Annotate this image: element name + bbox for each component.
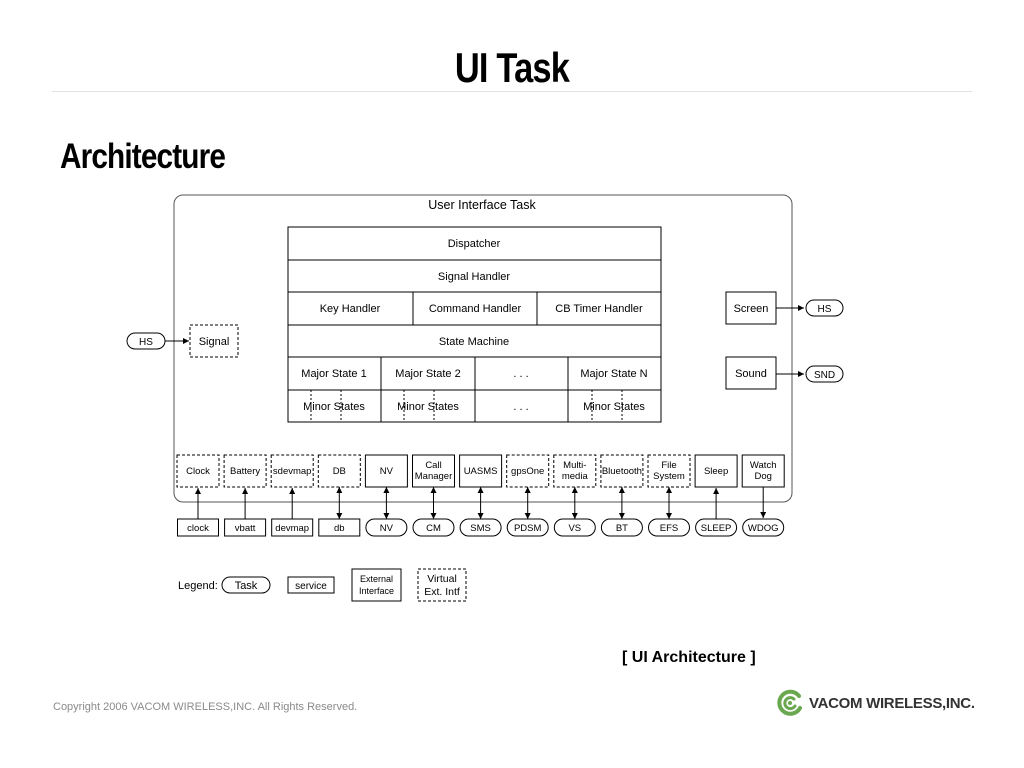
interface-label-sleep: Sleep <box>704 466 728 477</box>
interface-label-db: DB <box>333 466 346 477</box>
interface-label-battery: Battery <box>230 466 260 477</box>
interface-label-file-system: System <box>653 471 685 482</box>
interface-label-call-manager: Manager <box>415 471 453 482</box>
legend-external-shape <box>351 568 402 602</box>
interface-label-watch-dog: Watch <box>750 460 777 471</box>
minor-states-ellipsis: . . . <box>513 401 528 413</box>
slide-title: UI Task <box>454 44 570 91</box>
task-bt <box>600 518 643 537</box>
target-label-clock: clock <box>187 523 209 534</box>
target-label-vbatt: vbatt <box>235 523 256 534</box>
interface-label-sdevmap: sdevmap <box>273 466 312 477</box>
service-devmap <box>271 518 314 537</box>
interface-box-battery <box>223 454 267 488</box>
target-label-vs: VS <box>568 523 581 534</box>
legend-external-line-1: External <box>360 574 393 584</box>
target-label-bt: BT <box>616 523 628 534</box>
target-label-devmap: devmap <box>275 523 309 534</box>
snd-output-task <box>805 365 844 383</box>
target-label-sleep: SLEEP <box>701 523 732 534</box>
swirl-inner <box>783 696 797 711</box>
legend-task-label: Task <box>235 580 258 592</box>
task-efs <box>648 518 690 537</box>
major-state-ellipsis: . . . <box>513 368 528 380</box>
title-divider <box>52 91 972 92</box>
legend-external-line-2: Interface <box>359 586 394 596</box>
legend-virtual-line-1: Virtual <box>427 573 457 585</box>
legend-service-shape <box>287 576 335 594</box>
interface-label-multi-media: Multi- <box>563 460 586 471</box>
interface-row: Clock clock Battery vbatt sdevmap devmap DB db N… <box>176 454 785 537</box>
screen-label: Screen <box>734 303 769 315</box>
figure-caption: [ UI Architecture ] <box>622 649 756 666</box>
company-logo-text: VACOM WIRELESS,INC. <box>809 695 975 712</box>
interface-label-bluetooth: Bluetooth <box>602 466 642 477</box>
task-nv <box>365 518 408 537</box>
target-label-cm: CM <box>426 523 441 534</box>
core-stack <box>287 226 662 423</box>
target-label-nv: NV <box>380 523 394 534</box>
hs-input-label: HS <box>139 337 153 348</box>
cb-timer-handler-label: CB Timer Handler <box>555 303 643 315</box>
signal-label: Signal <box>199 336 230 348</box>
swirl-dot <box>788 701 792 705</box>
target-label-db: db <box>334 523 345 534</box>
interface-label-clock: Clock <box>186 466 210 477</box>
snd-output-label: SND <box>814 370 835 381</box>
target-label-pdsm: PDSM <box>514 523 542 534</box>
service-clock <box>177 518 219 537</box>
task-sleep <box>695 518 738 537</box>
copyright-footer: Copyright 2006 VACOM WIRELESS,INC. All R… <box>53 701 358 713</box>
interface-box-sdevmap <box>270 454 314 488</box>
task-cm <box>412 518 455 537</box>
signal-handler-label: Signal Handler <box>438 271 510 283</box>
hs-output-label: HS <box>818 304 832 315</box>
task-wdog <box>742 518 785 537</box>
section-heading: Architecture <box>60 137 226 176</box>
major-state-1-label: Major State 1 <box>301 368 366 380</box>
interface-label-watch-dog: Dog <box>754 471 771 482</box>
sound-box <box>725 356 777 390</box>
service-vbatt <box>224 518 267 537</box>
legend-label: Legend: <box>178 580 218 592</box>
vacom-swirl-icon <box>777 689 802 716</box>
interface-label-file-system: File <box>661 460 676 471</box>
interface-box-sleep <box>694 454 738 488</box>
dispatcher-label: Dispatcher <box>448 238 501 250</box>
legend-task-shape <box>221 576 271 594</box>
target-label-efs: EFS <box>660 523 678 534</box>
interface-label-gpsone: gpsOne <box>511 466 544 477</box>
minor-states-2-label: Minor States <box>397 401 459 413</box>
target-label-sms: SMS <box>470 523 491 534</box>
interface-label-call-manager: Call <box>425 460 441 471</box>
interface-label-multi-media: media <box>562 471 589 482</box>
major-state-2-label: Major State 2 <box>395 368 460 380</box>
ui-task-label: User Interface Task <box>428 198 536 212</box>
interface-label-nv: NV <box>380 466 394 477</box>
key-handler-label: Key Handler <box>320 303 381 315</box>
minor-state-dividers <box>310 390 623 422</box>
command-handler-label: Command Handler <box>429 303 522 315</box>
task-pdsm <box>506 518 549 537</box>
interface-label-uasms: UASMS <box>464 466 498 477</box>
sound-label: Sound <box>735 368 767 380</box>
major-state-n-label: Major State N <box>580 368 647 380</box>
hs-output-task <box>805 299 844 317</box>
target-label-wdog: WDOG <box>748 523 779 534</box>
minor-states-1-label: Minor States <box>303 401 365 413</box>
state-machine-label: State Machine <box>439 336 509 348</box>
task-sms <box>459 518 502 537</box>
legend-virtual-line-2: Ext. Intf <box>424 586 460 598</box>
interface-box-clock <box>176 454 220 488</box>
service-db <box>318 518 361 537</box>
legend-service-label: service <box>295 581 327 592</box>
minor-states-n-label: Minor States <box>583 401 645 413</box>
company-logo: VACOM WIRELESS,INC. <box>773 686 983 720</box>
task-vs <box>553 518 596 537</box>
swirl-outer <box>777 689 802 716</box>
